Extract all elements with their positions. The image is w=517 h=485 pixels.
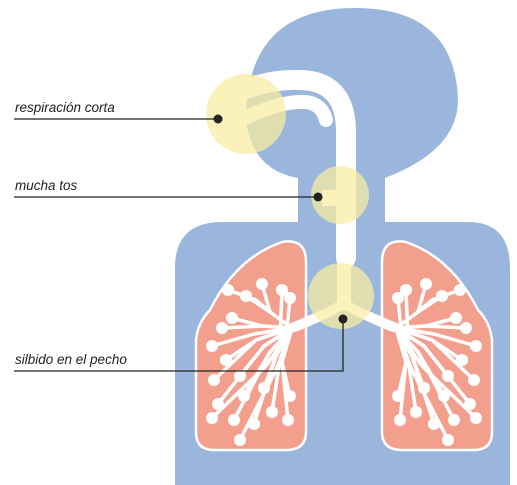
left-alveoli-node [282,414,294,426]
right-alveoli-node [448,414,460,426]
leader-dot-short-breath [214,115,223,124]
label-short-breath: respiración corta [15,100,115,115]
right-alveoli-node [420,278,432,290]
label-wheeze: silbido en el pecho [15,352,127,367]
right-alveoli-node [454,284,466,296]
left-alveoli-node [226,312,238,324]
label-cough: mucha tos [15,178,78,193]
right-alveoli-node [460,322,472,334]
right-alveoli-node [400,284,412,296]
left-alveoli-node [216,322,228,334]
right-alveoli-node [470,412,482,424]
right-alveoli-node [450,312,462,324]
highlight-nose-mouth [206,74,286,154]
left-alveoli-node [222,284,234,296]
left-alveoli-node [208,374,220,386]
left-alveoli-node [228,414,240,426]
right-alveoli-node [470,340,482,352]
leader-dot-wheeze [339,315,348,324]
left-alveoli-node [234,434,246,446]
right-alveoli-node [468,374,480,386]
left-alveoli-node [266,406,278,418]
right-alveoli-node [410,406,422,418]
right-alveoli-node [394,414,406,426]
left-alveoli-node [276,284,288,296]
right-alveoli-node [442,434,454,446]
left-alveoli-node [206,412,218,424]
left-alveoli-node [256,278,268,290]
left-alveoli-node [206,340,218,352]
leader-dot-cough [314,193,323,202]
